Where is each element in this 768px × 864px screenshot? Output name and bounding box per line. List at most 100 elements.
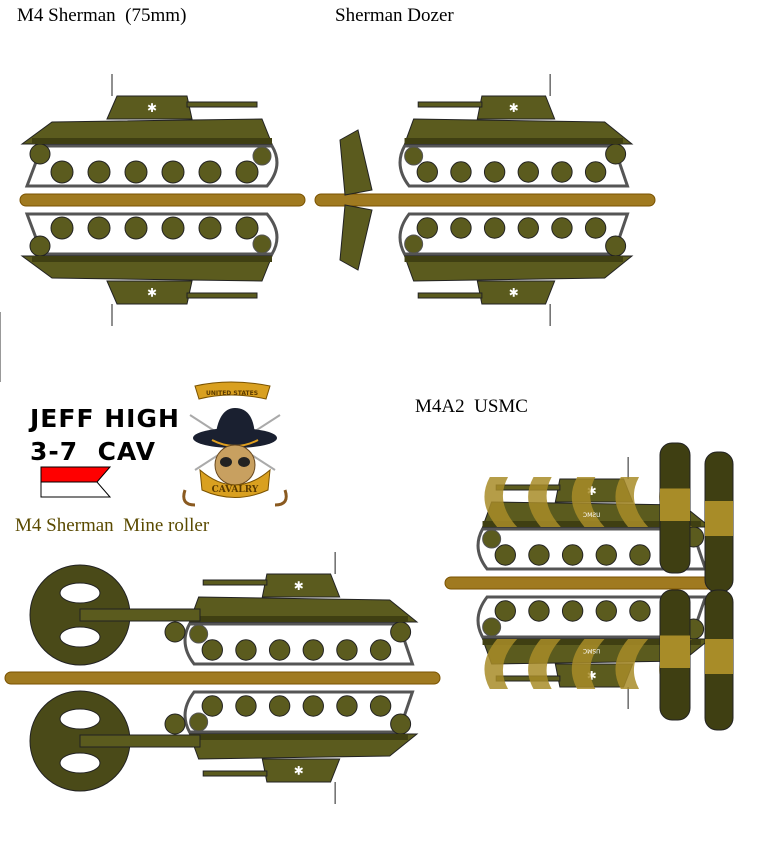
road-wheel <box>50 160 74 184</box>
fender <box>404 138 623 144</box>
road-wheel <box>528 600 550 622</box>
road-wheel <box>517 161 539 183</box>
title-mine-roller: M4 Sherman Mine roller <box>15 515 210 536</box>
turret <box>106 280 193 305</box>
camo-patch <box>705 501 733 536</box>
unit-name: JEFF HIGH <box>30 404 180 433</box>
star-icon: ✱ <box>147 101 157 115</box>
road-wheel <box>629 600 651 622</box>
tank-side-top: ✱ <box>20 74 279 188</box>
fold-tab <box>19 193 306 207</box>
camo-patch <box>660 488 690 521</box>
road-wheel <box>235 216 259 240</box>
road-wheel <box>416 217 438 239</box>
roller-cutout <box>59 752 101 774</box>
camo-stripe <box>484 477 518 527</box>
camo-stripe <box>528 477 561 527</box>
tank-side-top: ✱ <box>398 74 634 188</box>
road-wheel <box>161 160 185 184</box>
sprocket <box>605 235 627 257</box>
camo-stripe <box>571 639 605 689</box>
idler <box>252 146 272 166</box>
camo-stripe <box>484 639 518 689</box>
road-wheel <box>50 216 74 240</box>
main-gun <box>495 484 561 491</box>
sprocket <box>605 143 627 165</box>
road-wheel <box>561 600 584 622</box>
road-wheel <box>584 217 607 239</box>
road-wheel <box>201 695 223 717</box>
turret <box>261 758 341 783</box>
star-icon: ✱ <box>509 285 519 299</box>
fold-tab <box>314 193 656 207</box>
road-wheel <box>494 544 516 566</box>
m4-sherman-75mm-model: ✱✱ <box>19 74 306 326</box>
idler <box>252 234 272 254</box>
road-wheel <box>124 160 148 184</box>
road-wheel <box>201 639 223 661</box>
camo-stripe <box>615 477 649 527</box>
star-icon: ✱ <box>147 285 157 299</box>
sprocket <box>29 235 51 257</box>
roller-cutout <box>59 582 101 604</box>
main-gun <box>417 101 483 108</box>
emblem-banner-top-text: UNITED STATES <box>206 390 258 397</box>
usmc-marking: USMC <box>583 647 601 654</box>
road-wheel <box>336 639 358 661</box>
camo-stripe <box>571 477 605 527</box>
main-gun <box>186 292 258 299</box>
road-wheel <box>87 160 111 184</box>
road-wheel <box>302 639 324 661</box>
cavalry-skull-emblem: CAVALRY UNITED STATES <box>182 381 288 507</box>
road-wheel <box>235 160 259 184</box>
camo-stripe <box>528 639 561 689</box>
margin-line <box>0 312 1 382</box>
camo-patch <box>660 635 690 668</box>
fold-tab <box>4 671 441 685</box>
roller-cutout <box>59 708 101 730</box>
idler <box>482 529 502 549</box>
road-wheel <box>528 544 550 566</box>
road-wheel <box>416 161 438 183</box>
roller-cutout <box>59 626 101 648</box>
road-wheel <box>336 695 358 717</box>
road-wheel <box>551 161 573 183</box>
road-wheel <box>268 695 291 717</box>
title-m4a2-usmc: M4A2 USMC <box>415 396 528 417</box>
camo-stripe <box>615 639 649 689</box>
fender <box>404 256 623 262</box>
turret <box>106 95 193 120</box>
road-wheel <box>483 161 506 183</box>
roller-arm <box>79 734 201 748</box>
sprocket <box>390 713 412 735</box>
dozer-blade-bottom <box>339 204 373 271</box>
cavalry-guidon-flag <box>40 466 112 498</box>
roller-hub <box>164 621 186 643</box>
idler <box>189 624 209 644</box>
star-icon: ✱ <box>294 579 304 593</box>
tank-side-bottom: ✱ <box>398 212 634 326</box>
fender <box>32 256 272 262</box>
road-wheel <box>584 161 607 183</box>
road-wheel <box>87 216 111 240</box>
road-wheel <box>268 639 291 661</box>
unit-designation: 3-7 CAV <box>30 437 156 466</box>
main-gun <box>186 101 258 108</box>
road-wheel <box>450 161 472 183</box>
road-wheel <box>483 217 506 239</box>
sprocket <box>29 143 51 165</box>
road-wheel <box>629 544 651 566</box>
road-wheel <box>235 639 257 661</box>
sprocket <box>390 621 412 643</box>
fender <box>189 734 408 740</box>
idler <box>404 146 424 166</box>
road-wheel <box>450 217 472 239</box>
title-m4-sherman-75mm: M4 Sherman (75mm) <box>17 5 187 26</box>
main-gun <box>202 579 268 586</box>
road-wheel <box>302 695 324 717</box>
fold-tab <box>444 576 731 590</box>
emblem-banner-bottom-text: CAVALRY <box>212 485 259 495</box>
road-wheel <box>517 217 539 239</box>
tank-side-bottom: ✱ <box>183 690 419 804</box>
